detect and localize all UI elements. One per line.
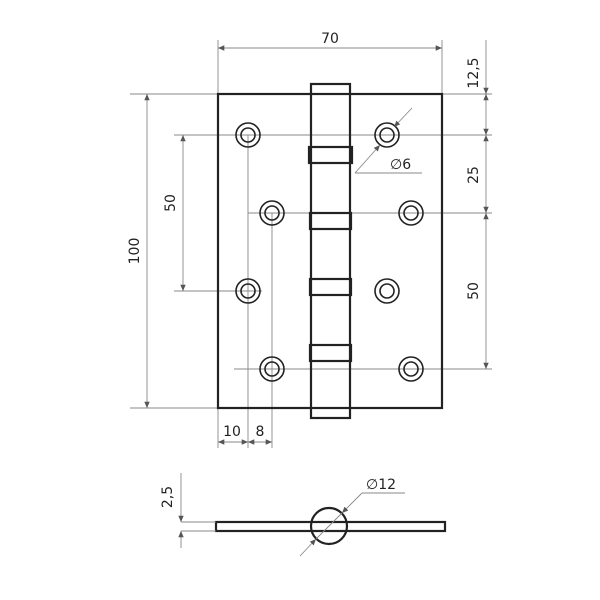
hole	[398, 200, 424, 226]
hole	[235, 122, 261, 148]
dim-left-spacing: 50	[163, 194, 179, 212]
dim-right-spacing-25: 25	[466, 166, 482, 184]
dim-height: 100	[127, 238, 143, 265]
dim-width: 70	[321, 31, 339, 47]
dim-top-offset: 12,5	[466, 57, 482, 88]
hole	[259, 356, 285, 382]
hinge-knuckle	[309, 82, 352, 420]
hinge-plate	[216, 92, 444, 410]
dim-thickness: 2,5	[160, 486, 176, 508]
dim-knuckle-diameter: ∅12	[366, 477, 396, 493]
knuckle-bands	[307, 145, 354, 363]
center-lines	[130, 40, 492, 448]
hole	[398, 356, 424, 382]
dim-hole-diameter: ∅6	[390, 157, 411, 173]
dimension-lines	[144, 40, 489, 445]
hole	[235, 278, 261, 304]
hole	[374, 278, 400, 304]
side-view: 2,5 ∅12	[160, 473, 447, 557]
hole	[374, 122, 400, 148]
dim-right-spacing-50: 50	[466, 282, 482, 300]
hole	[259, 200, 285, 226]
screw-holes	[235, 122, 424, 382]
dim-column-offset: 8	[256, 424, 265, 440]
dim-edge-offset: 10	[223, 424, 241, 440]
